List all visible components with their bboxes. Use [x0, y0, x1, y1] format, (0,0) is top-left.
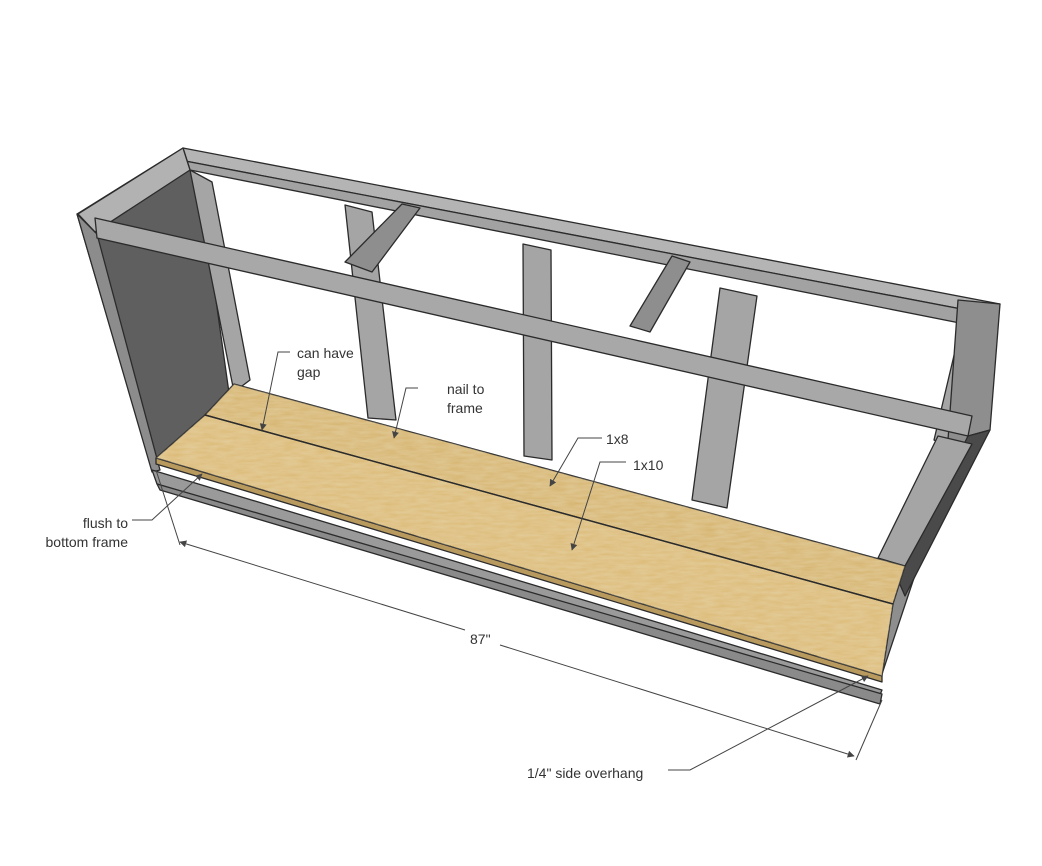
board-seam [204, 414, 894, 605]
label-can-have-gap: can have gap [297, 345, 354, 380]
floor-board-grain-1 [205, 384, 905, 604]
label-nail-to-frame: nail to frame [447, 381, 485, 416]
label-1x8: 1x8 [606, 431, 629, 447]
back-top-rail [179, 147, 1001, 317]
front-top-rail [94, 217, 973, 437]
cross-brace-right [629, 255, 691, 333]
back-post-4 [691, 287, 758, 509]
front-top-rail-top [77, 147, 191, 233]
leader-1x10 [570, 461, 626, 551]
leader-flush [132, 473, 203, 521]
leader-1x8 [549, 437, 602, 487]
width-dimension-line-a [179, 540, 466, 631]
dim-extension-left [155, 469, 181, 546]
label-width-dimension: 87" [470, 631, 491, 647]
leader-nail-to-frame [392, 387, 418, 439]
back-top-rail-face [179, 159, 999, 331]
floor-board-grain-2 [156, 415, 893, 676]
width-dimension-line-b [499, 644, 855, 758]
back-post-3 [522, 243, 553, 461]
leader-overhang [668, 675, 869, 771]
label-side-overhang: 1/4" side overhang [527, 765, 644, 781]
leader-can-have-gap [259, 351, 290, 431]
dim-extension-right [855, 699, 883, 761]
label-1x10: 1x10 [633, 457, 664, 473]
cross-brace-left [344, 203, 421, 273]
left-back-post [189, 169, 251, 393]
label-flush-to-bottom-frame: flush to bottom frame [45, 515, 128, 550]
